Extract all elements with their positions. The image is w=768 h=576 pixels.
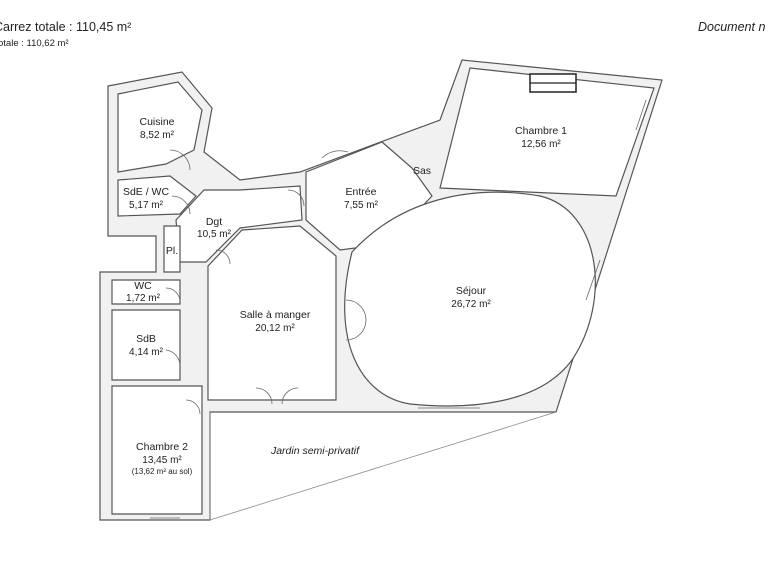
label-entree-name: Entrée (346, 186, 377, 198)
room-salle-manger[interactable] (207, 225, 337, 401)
label-dgt-name: Dgt (206, 216, 222, 228)
label-sejour-area: 26,72 m² (451, 299, 491, 310)
total-area-subtitle: otale : 110,62 m² (0, 38, 69, 49)
window-chambre1 (635, 99, 647, 131)
label-cuisine-area: 8,52 m² (140, 130, 175, 141)
label-sde-name: SdE / WC (123, 186, 170, 198)
label-entree-area: 7,55 m² (344, 200, 379, 211)
label-garden: Jardin semi-privatif (270, 445, 360, 457)
door-wc[interactable] (165, 287, 181, 303)
label-placard: Pl. (166, 245, 178, 257)
label-sejour-name: Séjour (456, 285, 487, 297)
label-chambre1-area: 12,56 m² (521, 139, 561, 150)
room-sdb[interactable] (111, 309, 181, 381)
label-salle-name: Salle à manger (240, 309, 311, 321)
door-sde[interactable] (171, 195, 191, 215)
label-chambre1-name: Chambre 1 (515, 125, 567, 137)
label-chambre2-area: 13,45 m² (142, 455, 182, 466)
door-dgt[interactable] (287, 189, 305, 207)
label-sdb-name: SdB (136, 333, 156, 345)
window-sejour-east (585, 259, 601, 301)
label-cuisine-name: Cuisine (139, 116, 174, 128)
label-sas: Sas (413, 165, 431, 177)
room-chambre1[interactable] (439, 67, 655, 197)
room-wc[interactable] (111, 279, 181, 305)
label-salle-area: 20,12 m² (255, 323, 295, 334)
door-sdb[interactable] (165, 349, 181, 367)
door-chambre2[interactable] (185, 399, 201, 415)
room-sejour[interactable] (344, 191, 596, 407)
label-wc-area: 1,72 m² (126, 293, 161, 304)
door-entree[interactable] (321, 150, 349, 159)
door-cuisine[interactable] (169, 149, 191, 171)
label-sde-area: 5,17 m² (129, 200, 164, 211)
door-salle-french[interactable] (255, 387, 299, 405)
label-chambre2-note: (13,62 m² au sol) (132, 467, 193, 476)
label-chambre2-name: Chambre 2 (136, 441, 188, 453)
room-placard[interactable] (163, 225, 181, 273)
room-chambre2[interactable] (111, 385, 203, 515)
door-dgt-salle[interactable] (215, 249, 231, 265)
room-dgt[interactable] (175, 185, 303, 263)
label-dgt-area: 10,5 m² (197, 229, 232, 240)
label-sdb-area: 4,14 m² (129, 347, 164, 358)
room-cuisine[interactable] (117, 81, 203, 173)
document-note: Document n (698, 20, 766, 34)
total-area-title: Carrez totale : 110,45 m² (0, 20, 132, 34)
garden-boundary (209, 411, 557, 521)
door-sejour[interactable] (345, 299, 367, 341)
label-wc-name: WC (134, 280, 152, 292)
